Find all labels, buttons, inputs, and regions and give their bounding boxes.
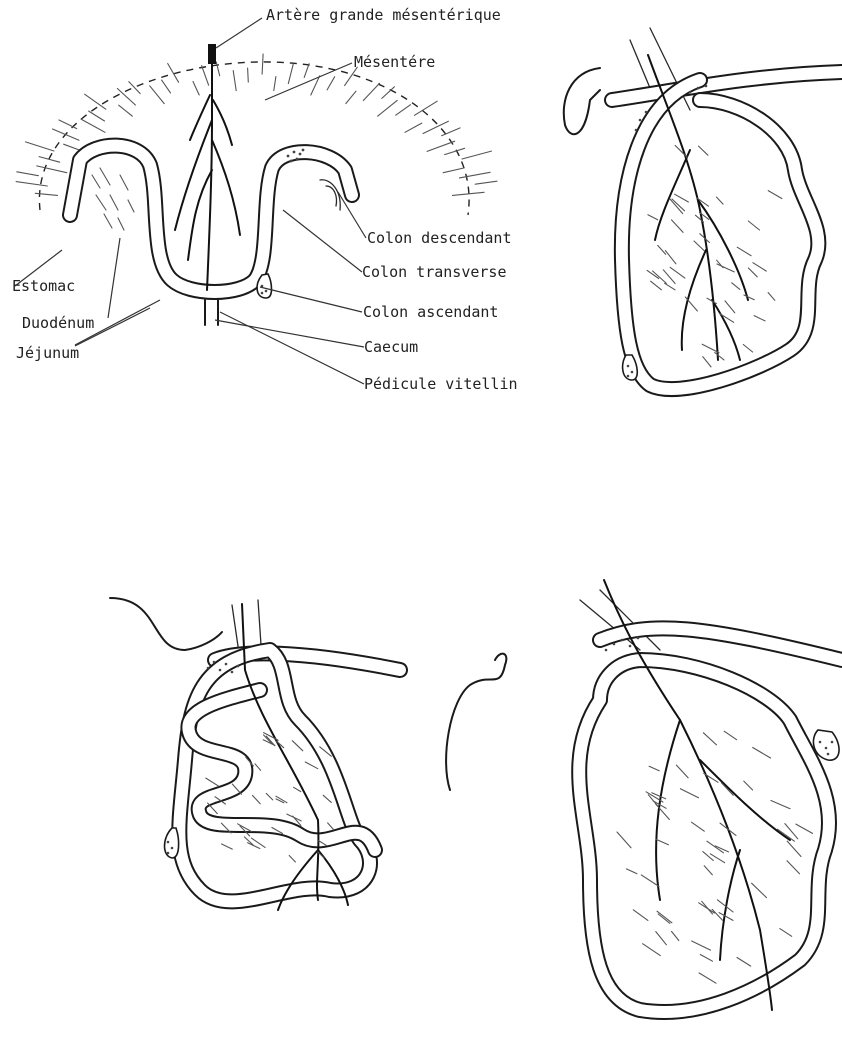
stomach-outline	[564, 68, 600, 134]
label-colon-descending: Colon descendant	[367, 229, 512, 247]
vitelline-stalk	[205, 300, 218, 325]
caecum-bulge	[257, 274, 271, 298]
panel-2-rotation-start	[564, 28, 842, 389]
stomach-shading	[92, 168, 134, 230]
panel-1-initial-loop: Artère grande mésentérique Mésentére Col…	[12, 6, 518, 393]
label-duodenum: Duodénum	[22, 314, 94, 332]
panel-3-stomach	[110, 598, 222, 650]
label-caecum: Caecum	[364, 338, 418, 356]
label-mesentery: Mésentére	[354, 53, 435, 71]
panel-4-final-position	[446, 580, 842, 1012]
panel-4-hatching	[617, 731, 813, 983]
panel-3-further-rotation	[110, 598, 400, 910]
panel-2-hatching	[647, 145, 782, 367]
label-artery: Artère grande mésentérique	[266, 6, 501, 24]
panel-3-caecum	[165, 828, 179, 858]
label-vitelline-stalk: Pédicule vitellin	[364, 375, 518, 393]
label-stomach: Estomac	[12, 277, 75, 295]
label-jejunum: Jéjunum	[16, 344, 79, 362]
label-colon-transverse: Colon transverse	[362, 263, 507, 281]
panel-4-stomach	[446, 654, 506, 790]
mesentery-hatching	[16, 54, 497, 195]
label-colon-ascending: Colon ascendant	[363, 303, 498, 321]
